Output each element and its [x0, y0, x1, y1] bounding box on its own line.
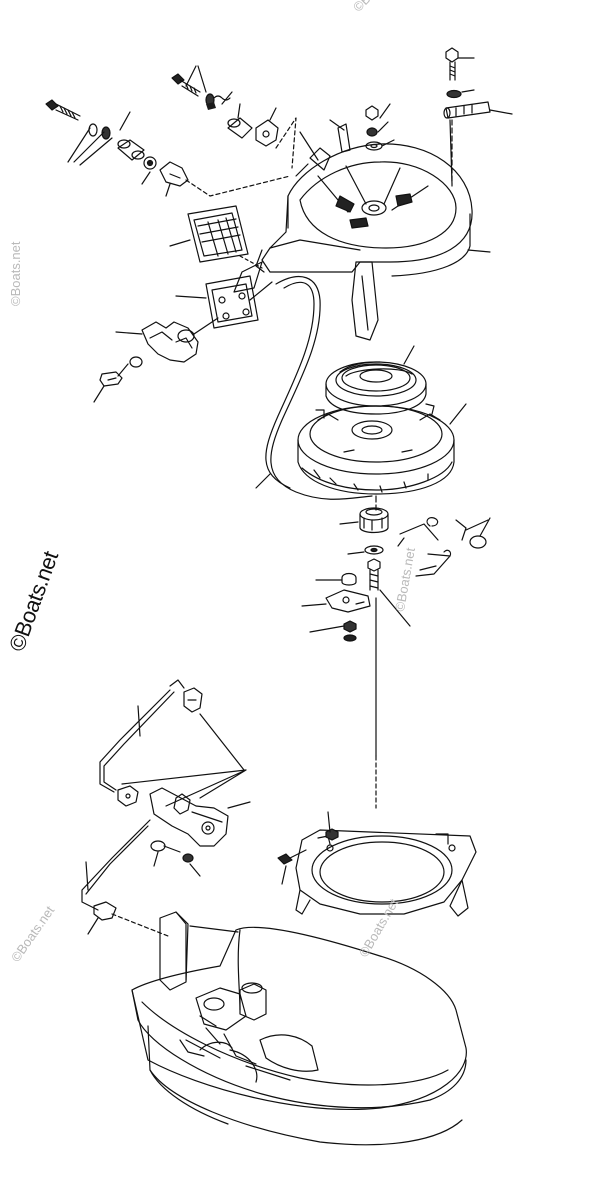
nut-adapter: [325, 828, 339, 841]
pawl-lever: [325, 589, 371, 613]
leader-nut-adapter: [327, 811, 331, 833]
leader-clip-lower: [87, 917, 99, 935]
spring-small: [213, 95, 231, 101]
spring-clip-right: [415, 549, 452, 577]
washer-bracket: [182, 853, 194, 863]
screw-bracket: [150, 840, 181, 853]
nut-center: [365, 105, 379, 121]
vertical-guide-top: [449, 119, 453, 185]
pin-sleeve: [227, 117, 253, 139]
spacer-sleeve: [117, 139, 145, 161]
leader-bracket: [227, 801, 251, 809]
recoil-spring-cup: [325, 361, 427, 415]
washer-bottom-pawl: [343, 634, 357, 642]
screw-adapter: [277, 849, 307, 865]
clip-bracket: [159, 161, 189, 187]
o-ring-handle: [129, 356, 143, 368]
link-rod-upper: [99, 679, 185, 793]
gasket-screen: [187, 205, 249, 263]
dashed-leader-lower: [111, 913, 169, 937]
watermark-left-top: ©Boats.net: [8, 241, 23, 306]
rope-clip: [99, 371, 123, 387]
washer-pawl: [364, 545, 384, 555]
bolt-pawl: [367, 558, 381, 591]
rod-clip-upper: [183, 687, 203, 713]
throttle-cam-bracket: [149, 787, 229, 847]
mounting-plate: [205, 275, 259, 329]
leader-pawl: [301, 603, 327, 607]
leader-spring-clip: [419, 565, 437, 571]
pulley-hub: [359, 507, 389, 534]
bolt-top-right: [445, 47, 459, 81]
nut-hole: [147, 160, 153, 166]
leader-bolt-pawl: [379, 589, 411, 627]
starter-pulley: [297, 403, 455, 495]
leader-housing-2: [299, 131, 319, 161]
long-screw-left: [45, 99, 81, 121]
leader-top-3: [237, 103, 277, 121]
starter-adapter-ring: [295, 829, 477, 917]
leader-screw-adapter: [281, 865, 287, 885]
starter-rope: [270, 275, 373, 500]
handle-bracket-arm: [233, 261, 263, 293]
leader-tr-2: [461, 89, 475, 93]
leader-oring: [117, 363, 129, 377]
leader-screw-bracket: [153, 851, 159, 867]
leader-top-2: [185, 65, 233, 105]
leader-rod-lower: [85, 861, 89, 891]
leader-spring: [403, 345, 415, 365]
leader-handle: [115, 331, 143, 335]
roller-pin-tr: [443, 101, 491, 119]
nut-pawl: [343, 620, 357, 633]
powerhead-carb: [195, 982, 319, 1083]
leader-plate: [175, 295, 207, 299]
leader-pulley: [449, 403, 467, 425]
leader-rope: [255, 473, 271, 489]
leader-nut-pawl: [309, 625, 345, 633]
leader-rod-upper: [137, 705, 141, 737]
washer-small-1: [88, 123, 98, 137]
wire-springs: [397, 517, 467, 547]
cap-pawl: [341, 572, 357, 586]
dashed-leader-1: [185, 175, 291, 197]
leader-rings: [465, 517, 491, 537]
starter-housing: [255, 143, 473, 341]
leader-washer-pawl: [347, 551, 365, 555]
link-rod-lower: [81, 819, 151, 911]
washer-small-2: [101, 126, 111, 140]
starter-handle: [141, 317, 219, 363]
rope-link: [249, 281, 273, 301]
rod-clip-mid: [117, 785, 139, 807]
dashed-leader-gasket: [239, 255, 263, 269]
leader-lines-left: [67, 111, 171, 197]
starter-rope-inner: [265, 281, 315, 489]
leader-clips: [121, 713, 247, 807]
leader-housing: [467, 249, 491, 253]
dashed-leader-2: [275, 117, 297, 169]
dark-washer: [206, 102, 216, 110]
pin-top-center: [337, 123, 351, 153]
cowl-front-post: [159, 911, 239, 991]
lockwasher-center: [366, 127, 378, 137]
leader-hub: [339, 521, 359, 525]
leader-top-4: [329, 119, 345, 131]
ring-right: [469, 535, 487, 549]
lower-cowl: [131, 926, 467, 1146]
leader-tr-3: [489, 109, 513, 115]
leader-washer-bracket: [189, 863, 201, 877]
washer-center: [365, 141, 383, 151]
washer-tr: [446, 89, 462, 99]
leader-center-nuts: [377, 103, 395, 147]
rod-clip-lower: [93, 901, 117, 921]
leader-clip: [93, 385, 105, 403]
cam-lever: [255, 119, 279, 147]
leader-gasket: [169, 239, 191, 247]
